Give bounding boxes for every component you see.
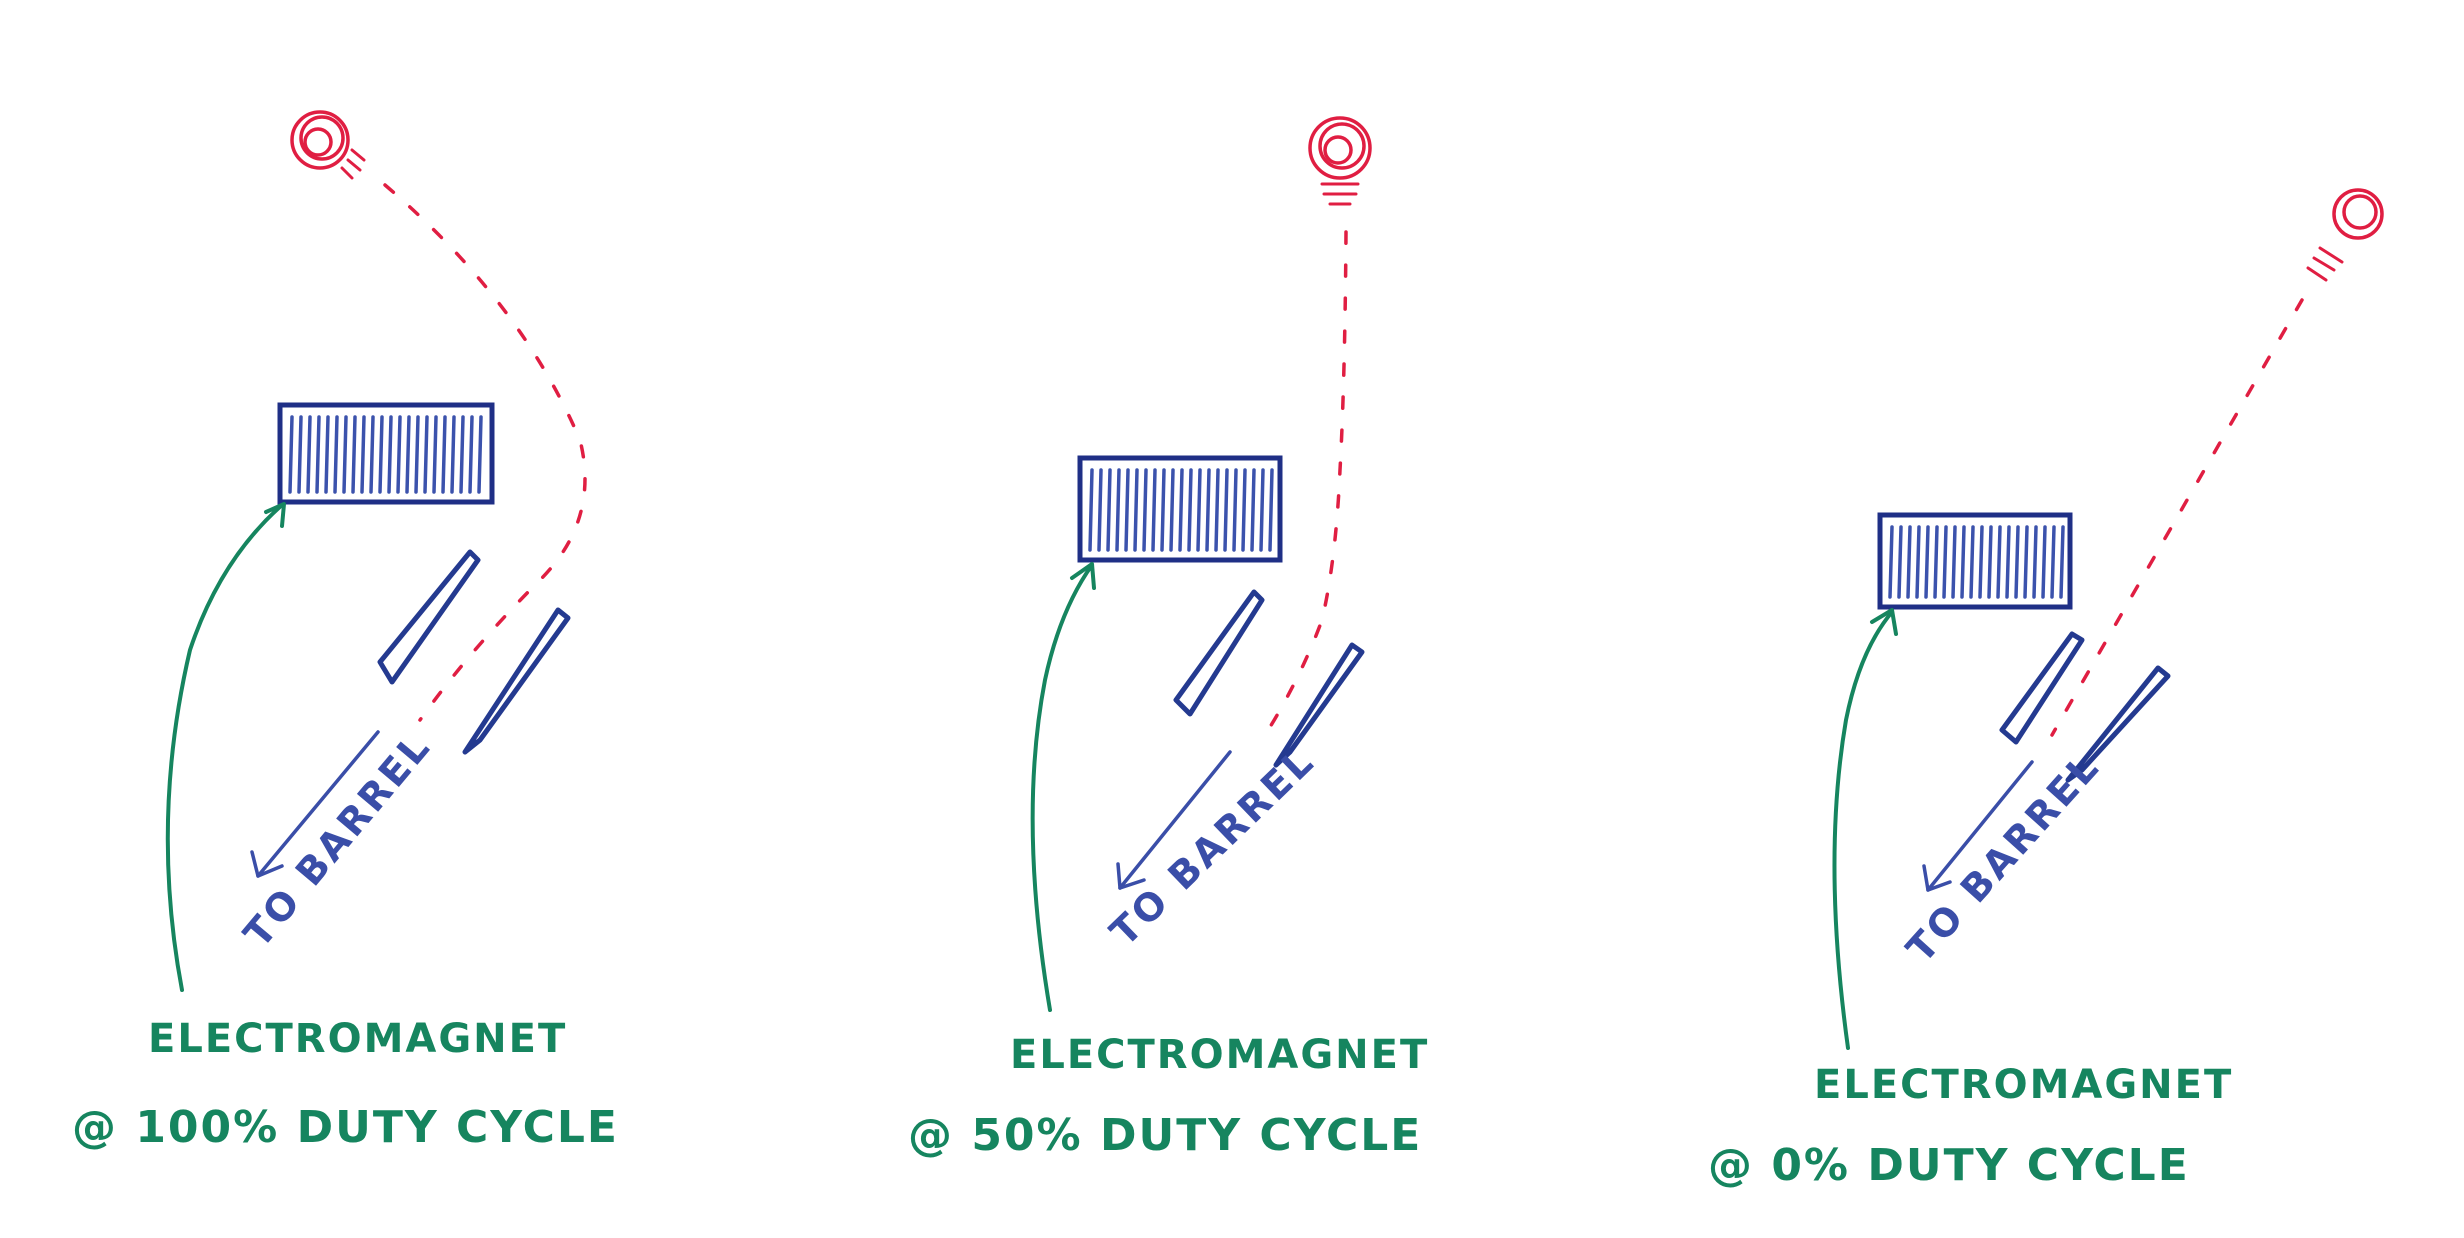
coil-winding-line (333, 415, 339, 494)
duty-label-50: @ 50% DUTY CYCLE (908, 1110, 1422, 1161)
coil-winding-line (414, 415, 420, 494)
coil-winding-line (396, 415, 402, 494)
ball-100 (290, 110, 366, 180)
coil-winding-line (1969, 525, 1975, 599)
panel-0-percent: TO BARREL ELECTROMAGNET @ 0% DUTY CYCLE (1708, 188, 2384, 1191)
ball-50 (1308, 116, 1372, 206)
coil-winding-line (1178, 468, 1184, 552)
coil-winding-line (1241, 468, 1247, 552)
coil-winding-line (1996, 525, 2002, 599)
barrel-label-100: TO BARREL (235, 724, 439, 956)
magnet-label-50: ELECTROMAGNET (1010, 1032, 1429, 1078)
coil-winding-line (342, 415, 348, 494)
coil-winding-line (441, 415, 447, 494)
barrel-arrow-0 (1922, 760, 2034, 892)
coil-winding-line (1106, 468, 1112, 552)
coil-winding-line (1169, 468, 1175, 552)
coil-winding-line (2032, 525, 2038, 599)
coil-winding-line (1232, 468, 1238, 552)
barrel-rails-0 (1999, 631, 2171, 783)
barrel-label-0: TO BARREL (1898, 744, 2108, 971)
trajectory-100 (383, 183, 587, 722)
barrel-rails-50 (1173, 589, 1365, 768)
coil-winding-line (1888, 525, 1894, 599)
coil-winding-line (432, 415, 438, 494)
coil-winding-line (1933, 525, 1939, 599)
coil-winding-line (1151, 468, 1157, 552)
coil-winding-line (1924, 525, 1930, 599)
coil-winding-line (1897, 525, 1903, 599)
coil-winding-line (315, 415, 321, 494)
barrel-arrow-50 (1116, 750, 1232, 890)
coil-winding-line (1160, 468, 1166, 552)
duty-label-100: @ 100% DUTY CYCLE (72, 1102, 619, 1153)
coil-winding-line (1250, 468, 1256, 552)
coil-winding-line (306, 415, 312, 494)
magnet-label-100: ELECTROMAGNET (148, 1016, 567, 1062)
coil-winding-line (1268, 468, 1274, 552)
coil-winding-line (1142, 468, 1148, 552)
coil-winding-line (1196, 468, 1202, 552)
magnet-pointer-arrow-50 (1030, 562, 1096, 1012)
coil-winding-line (2023, 525, 2029, 599)
coil-winding-line (1915, 525, 1921, 599)
coil-winding-line (1987, 525, 1993, 599)
coil-winding-line (1214, 468, 1220, 552)
coil-winding-line (1124, 468, 1130, 552)
electromagnet-coil-50 (1077, 455, 1283, 563)
coil-winding-line (288, 415, 294, 494)
coil-winding-line (450, 415, 456, 494)
coil-winding-line (2050, 525, 2056, 599)
panel-50-percent: TO BARREL ELECTROMAGNET @ 50% DUTY CYCLE (908, 116, 1429, 1161)
coil-winding-line (1259, 468, 1265, 552)
coil-winding-line (1906, 525, 1912, 599)
coil-winding-line (1115, 468, 1121, 552)
coil-winding-line (1960, 525, 1966, 599)
coil-winding-line (324, 415, 330, 494)
coil-winding-line (2059, 525, 2065, 599)
coil-winding-line (405, 415, 411, 494)
coil-winding-line (387, 415, 393, 494)
electromagnet-coil-100 (277, 402, 495, 505)
coil-winding-line (297, 415, 303, 494)
coil-winding-line (477, 415, 483, 494)
coil-winding-line (1097, 468, 1103, 552)
ball-0 (2306, 188, 2384, 282)
coil-winding-line (468, 415, 474, 494)
coil-winding-line (1978, 525, 1984, 599)
coil-winding-line (2041, 525, 2047, 599)
coil-winding-line (2014, 525, 2020, 599)
barrel-label-50: TO BARREL (1102, 738, 1324, 954)
coil-winding-line (378, 415, 384, 494)
coil-winding-line (423, 415, 429, 494)
coil-winding-line (459, 415, 465, 494)
coil-winding-line (1205, 468, 1211, 552)
coil-winding-line (1223, 468, 1229, 552)
coil-winding-line (369, 415, 375, 494)
magnet-pointer-arrow-100 (165, 502, 286, 992)
duty-label-0: @ 0% DUTY CYCLE (1708, 1140, 2190, 1191)
magnet-pointer-arrow-0 (1832, 608, 1898, 1050)
coil-winding-line (360, 415, 366, 494)
magnet-label-0: ELECTROMAGNET (1814, 1062, 2233, 1108)
coil-winding-line (2005, 525, 2011, 599)
trajectory-50 (1260, 230, 1348, 742)
panel-100-percent: TO BARREL ELECTROMAGNET @ 100% DUTY CYCL… (72, 110, 619, 1153)
electromagnet-coil-0 (1877, 512, 2073, 610)
coil-winding-line (1942, 525, 1948, 599)
coil-winding-line (351, 415, 357, 494)
coil-winding-line (1133, 468, 1139, 552)
coil-winding-line (1088, 468, 1094, 552)
coil-winding-line (1187, 468, 1193, 552)
trajectory-0 (2050, 298, 2304, 737)
coil-winding-line (1951, 525, 1957, 599)
barrel-arrow-100 (250, 730, 380, 878)
barrel-rails-100 (377, 549, 571, 755)
